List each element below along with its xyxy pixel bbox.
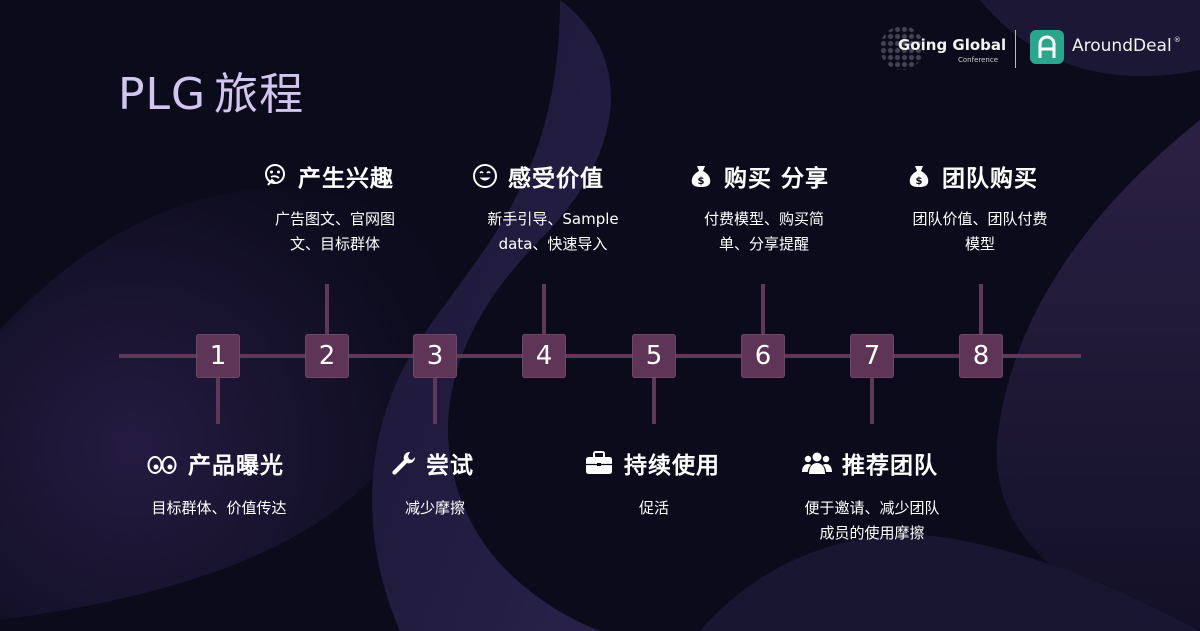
smile-face-icon <box>472 163 498 189</box>
step-retention-header: 持续使用 <box>584 446 720 480</box>
eyes-icon <box>146 450 178 476</box>
step-value-header: 感受价值 <box>472 159 604 193</box>
step-interest-desc-line1: 广告图文、官网图 <box>274 210 395 228</box>
thinking-face-icon <box>262 163 288 189</box>
money-bag-icon: $ <box>688 163 714 189</box>
going-global-name: Going Global <box>898 36 1007 54</box>
title-latin: PLG <box>118 69 207 120</box>
step-purchase-desc: 付费模型、购买简 单、分享提醒 <box>679 207 849 257</box>
step-exposure-desc: 目标群体、价值传达 <box>134 496 304 521</box>
step-exposure-desc-line1: 目标群体、价值传达 <box>151 499 287 517</box>
step-team-purchase-desc-line1: 团队价值、团队付费 <box>912 210 1048 228</box>
step-retention-desc: 促活 <box>569 496 739 521</box>
money-bag-icon: $ <box>906 163 932 189</box>
stem-bottom-1 <box>216 378 220 424</box>
logo-divider <box>1015 30 1016 68</box>
node-6: 6 <box>741 334 785 378</box>
arounddeal-logo: AroundDeal® <box>1072 36 1181 56</box>
step-value-desc: 新手引导、Sample data、快速导入 <box>468 207 638 257</box>
arounddeal-logo-icon <box>1030 30 1064 64</box>
timeline-axis <box>119 354 1081 358</box>
node-7: 7 <box>850 334 894 378</box>
step-purchase-title: 购买 分享 <box>724 166 830 192</box>
step-interest-desc: 广告图文、官网图 文、目标群体 <box>250 207 420 257</box>
step-referral-title: 推荐团队 <box>842 453 938 479</box>
stem-top-4 <box>542 284 546 334</box>
step-purchase-header: $ 购买 分享 <box>688 159 829 193</box>
stem-bottom-3 <box>433 378 437 424</box>
node-1: 1 <box>196 334 240 378</box>
step-value-title: 感受价值 <box>508 166 604 192</box>
step-team-purchase-title: 团队购买 <box>942 166 1038 192</box>
step-interest-desc-line2: 文、目标群体 <box>289 235 380 253</box>
step-referral-desc: 便于邀请、减少团队 成员的使用摩擦 <box>787 496 957 546</box>
going-global-logo: Going Global Conference <box>880 24 1006 70</box>
node-2: 2 <box>305 334 349 378</box>
step-exposure-header: 产品曝光 <box>146 446 284 480</box>
step-value-desc-line1: 新手引导、Sample <box>487 210 619 228</box>
title-zh: 旅程 <box>214 69 305 120</box>
node-4: 4 <box>522 334 566 378</box>
step-interest-title: 产生兴趣 <box>298 166 394 192</box>
step-referral-desc-line1: 便于邀请、减少团队 <box>804 499 940 517</box>
step-interest-header: 产生兴趣 <box>262 159 394 193</box>
node-3: 3 <box>413 334 457 378</box>
step-referral-desc-line2: 成员的使用摩擦 <box>819 524 925 542</box>
going-global-dots-icon <box>880 26 924 70</box>
svg-text:$: $ <box>698 176 705 187</box>
step-team-purchase-desc-line2: 模型 <box>964 235 995 253</box>
stem-top-8 <box>979 284 983 334</box>
wrench-icon <box>390 450 416 476</box>
step-exposure-title: 产品曝光 <box>188 453 284 479</box>
arounddeal-name: AroundDeal <box>1072 36 1172 56</box>
node-8: 8 <box>959 334 1003 378</box>
step-retention-desc-line1: 促活 <box>638 499 669 517</box>
step-referral-header: 推荐团队 <box>802 446 938 480</box>
stem-bottom-7 <box>870 378 874 424</box>
step-value-desc-line2: data、快速导入 <box>498 235 608 253</box>
step-purchase-desc-line1: 付费模型、购买简 <box>703 210 824 228</box>
step-retention-title: 持续使用 <box>624 453 720 479</box>
step-try-desc: 减少摩擦 <box>350 496 520 521</box>
svg-text:$: $ <box>916 176 923 187</box>
step-team-purchase-header: $ 团队购买 <box>906 159 1038 193</box>
step-team-purchase-desc: 团队价值、团队付费 模型 <box>895 207 1065 257</box>
node-5: 5 <box>632 334 676 378</box>
step-purchase-desc-line2: 单、分享提醒 <box>718 235 809 253</box>
step-try-header: 尝试 <box>390 446 474 480</box>
stem-top-2 <box>325 284 329 334</box>
briefcase-icon <box>584 450 614 476</box>
stem-top-6 <box>761 284 765 334</box>
going-global-sub: Conference <box>958 56 999 64</box>
stem-bottom-5 <box>652 378 656 424</box>
step-try-desc-line1: 减少摩擦 <box>404 499 465 517</box>
arounddeal-reg-mark: ® <box>1173 36 1181 44</box>
users-icon <box>802 450 832 476</box>
step-try-title: 尝试 <box>426 453 474 479</box>
